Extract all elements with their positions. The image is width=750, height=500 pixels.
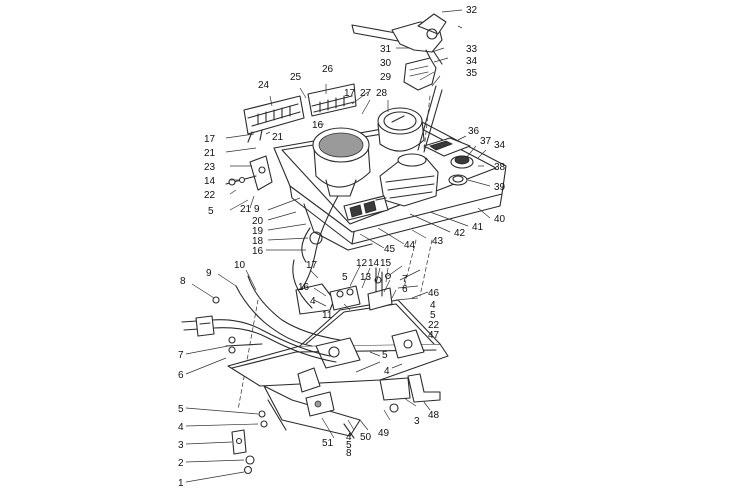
callout-27: 27 bbox=[360, 88, 372, 99]
callout-41: 41 bbox=[472, 222, 484, 233]
callout-23: 23 bbox=[204, 162, 216, 173]
callout-18: 18 bbox=[252, 236, 264, 247]
callout-24: 24 bbox=[258, 80, 270, 91]
assembly-centre-lines bbox=[237, 95, 433, 411]
callout-17: 17 bbox=[204, 134, 216, 145]
callout-4: 4 bbox=[178, 422, 184, 433]
callout-5: 5 bbox=[178, 404, 184, 415]
callout-2: 2 bbox=[178, 458, 184, 469]
callout-10: 10 bbox=[234, 260, 246, 271]
callout-15: 15 bbox=[380, 258, 392, 269]
callout-9: 9 bbox=[254, 204, 260, 215]
callout-13: 13 bbox=[360, 272, 372, 283]
panel-switch-block bbox=[423, 137, 471, 157]
callout-31: 31 bbox=[380, 44, 392, 55]
callout-16: 16 bbox=[252, 246, 264, 257]
callout-5: 5 bbox=[208, 206, 214, 217]
rotary-knob bbox=[448, 155, 474, 186]
callout-17: 17 bbox=[344, 88, 356, 99]
callout-40: 40 bbox=[494, 214, 506, 225]
callout-6: 6 bbox=[178, 370, 184, 381]
callout-8: 8 bbox=[180, 276, 186, 287]
callout-32: 32 bbox=[466, 5, 478, 16]
callout-20: 20 bbox=[252, 216, 264, 227]
callout-34: 34 bbox=[466, 56, 478, 67]
stalk-switch-assembly bbox=[351, 13, 447, 65]
callout-39: 39 bbox=[494, 182, 506, 193]
callout-49: 49 bbox=[378, 428, 390, 439]
callout-7: 7 bbox=[402, 274, 408, 285]
callout-22: 22 bbox=[204, 190, 216, 201]
callout-4: 4 bbox=[310, 296, 316, 307]
callout-17: 17 bbox=[306, 260, 318, 271]
control-cables bbox=[181, 259, 341, 363]
callout-19: 19 bbox=[252, 226, 264, 237]
callout-9: 9 bbox=[206, 268, 212, 279]
mounting-hardware-stack bbox=[212, 296, 399, 475]
callout-36: 36 bbox=[468, 126, 480, 137]
callout-5: 5 bbox=[346, 440, 352, 451]
callout-5: 5 bbox=[430, 310, 436, 321]
leader-lines bbox=[185, 9, 491, 483]
callout-51: 51 bbox=[322, 438, 334, 449]
callout-30: 30 bbox=[380, 58, 392, 69]
callout-26: 26 bbox=[322, 64, 334, 75]
speedometer-cable bbox=[299, 195, 339, 291]
callout-16: 16 bbox=[298, 282, 310, 293]
callout-3: 3 bbox=[414, 416, 420, 427]
callout-21: 21 bbox=[204, 148, 216, 159]
callout-1: 1 bbox=[178, 478, 184, 489]
lamp-bracket bbox=[225, 155, 273, 191]
callout-46: 46 bbox=[428, 288, 440, 299]
callout-33: 33 bbox=[466, 44, 478, 55]
callout-21: 21 bbox=[272, 132, 284, 143]
callout-29: 29 bbox=[380, 72, 392, 83]
callout-6: 6 bbox=[402, 284, 408, 295]
callout-48: 48 bbox=[428, 410, 440, 421]
callout-5: 5 bbox=[382, 350, 388, 361]
callout-4: 4 bbox=[384, 366, 390, 377]
callout-16: 16 bbox=[312, 120, 324, 131]
callout-11: 11 bbox=[322, 310, 333, 321]
callout-47: 47 bbox=[428, 330, 440, 341]
tachometer-gauge bbox=[377, 107, 425, 152]
callout-12: 12 bbox=[356, 258, 368, 269]
callout-35: 35 bbox=[466, 68, 478, 79]
callout-28: 28 bbox=[376, 88, 388, 99]
callout-42: 42 bbox=[454, 228, 466, 239]
callout-4: 4 bbox=[430, 300, 436, 311]
callout-8: 8 bbox=[346, 448, 352, 459]
callout-37: 37 bbox=[480, 136, 492, 147]
callout-7: 7 bbox=[178, 350, 184, 361]
callout-43: 43 bbox=[432, 236, 444, 247]
callout-34: 34 bbox=[494, 140, 506, 151]
callout-25: 25 bbox=[290, 72, 302, 83]
callout-4: 4 bbox=[346, 432, 352, 443]
rocker-switch-bank bbox=[343, 195, 389, 221]
warning-lamp-unit-right bbox=[307, 83, 357, 117]
callout-14: 14 bbox=[204, 176, 216, 187]
callout-22: 22 bbox=[428, 320, 440, 331]
callout-44: 44 bbox=[404, 240, 416, 251]
callout-5: 5 bbox=[342, 272, 348, 283]
gear-lever-boot bbox=[379, 85, 443, 207]
part-callouts: 32 31 33 30 34 29 35 24 25 26 17 27 28 1… bbox=[178, 5, 506, 489]
callout-21: 21 bbox=[240, 204, 252, 215]
callout-50: 50 bbox=[360, 432, 372, 443]
speedometer-gauge bbox=[312, 127, 371, 197]
callout-38: 38 bbox=[494, 162, 506, 173]
callout-3: 3 bbox=[178, 440, 184, 451]
callout-45: 45 bbox=[384, 244, 396, 255]
switch-cover bbox=[403, 57, 437, 91]
warning-lamp-unit-left bbox=[243, 95, 305, 143]
callout-14: 14 bbox=[368, 258, 380, 269]
